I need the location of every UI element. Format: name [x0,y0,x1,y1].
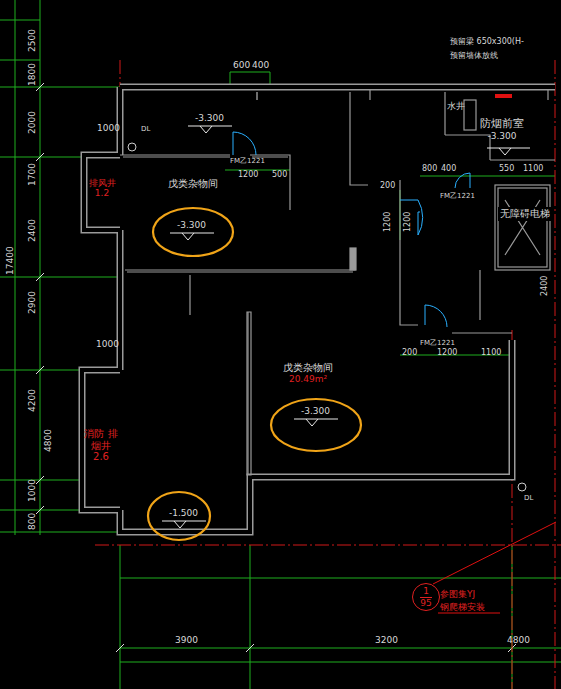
room-text: 防烟前室 [480,118,524,131]
room-text: 水井 [447,101,465,111]
room-text: 20.49m² [283,374,333,384]
plan-label: 4800 [44,429,54,452]
dimension-ticks [36,72,555,652]
plan-label: 550 [499,165,514,174]
plan-label: 2400 [28,219,38,242]
plan-label: DL [524,495,533,503]
plan-label: -1.500 [169,509,198,519]
room-text: 消防 排烟井 [84,428,118,451]
plan-label: 2500 [28,29,38,52]
room-text: -3.300 [480,131,524,141]
callout-leader [433,522,556,613]
room-text: 1.2 [85,188,119,198]
plan-label: 200 [402,349,417,358]
plan-label: 3200 [375,636,398,646]
plan-label: 800 [28,513,38,530]
plan-label: 1000 [97,124,120,134]
plan-label: 1200 [404,212,413,232]
annotation-circles [148,208,361,540]
plan-label: FM乙1221 [440,193,475,201]
plan-label: 4800 [507,636,530,646]
plan-label: -3.300 [195,114,224,124]
callout-circle: 195 [412,583,440,611]
plan-label: 1100 [481,349,501,358]
plan-label: 1100 [523,165,543,174]
plan-label: 1200 [238,171,258,180]
room-text: 2.6 [84,451,118,463]
room-label: 排风井1.2 [85,178,119,199]
plan-label: 500 [272,171,287,180]
plan-label: 参图集YJ [440,590,475,600]
elevation-markers [162,126,530,528]
plan-label: 钢爬梯安装 [440,603,485,613]
plan-label: 400 [441,165,456,174]
room-label: 戊类杂物间20.49m² [283,362,333,384]
axis-lines [95,60,561,689]
plan-label: 4200 [28,389,38,412]
room-text: 排风井 [85,178,119,188]
plan-label: DL [141,126,150,134]
room-label: 水井 [447,101,465,111]
room-text: 1 [423,586,429,596]
plan-label: FM乙1221 [230,158,265,166]
plan-label: FM乙1221 [420,340,455,348]
plan-label: 预留梁 650x300(H- [450,38,524,47]
plan-label: -3.300 [177,221,206,231]
room-label: 戊类杂物间 [168,178,218,190]
plan-label: 600 [233,61,250,71]
room-label: 防烟前室-3.300 [480,118,524,141]
walls [82,87,555,532]
plan-label: 1000 [28,479,38,502]
plan-label: 1800 [28,63,38,86]
plan-label: 400 [252,61,269,71]
room-label: 消防 排烟井2.6 [84,428,118,463]
plan-label: 2900 [28,291,38,314]
room-text: 戊类杂物间 [168,178,218,190]
plan-label: 预留墙体放线 [450,52,498,61]
plan-label: 1700 [28,163,38,186]
plan-label: 1200 [437,349,457,358]
plan-label: 200 [380,182,395,191]
plan-label: -3.300 [301,407,330,417]
room-text: 无障碍电梯 [500,208,550,220]
plan-label: 17400 [6,246,16,275]
room-label: 无障碍电梯 [498,207,552,221]
plan-label: 800 [422,165,437,174]
room-text: 95 [420,597,431,608]
plan-label: 1000 [96,340,119,350]
plan-label: 2400 [541,276,550,296]
plan-label: 2000 [28,111,38,134]
room-text: 戊类杂物间 [283,362,333,374]
plan-label: 1200 [384,212,393,232]
doors [233,132,470,327]
plan-label: 3900 [175,636,198,646]
